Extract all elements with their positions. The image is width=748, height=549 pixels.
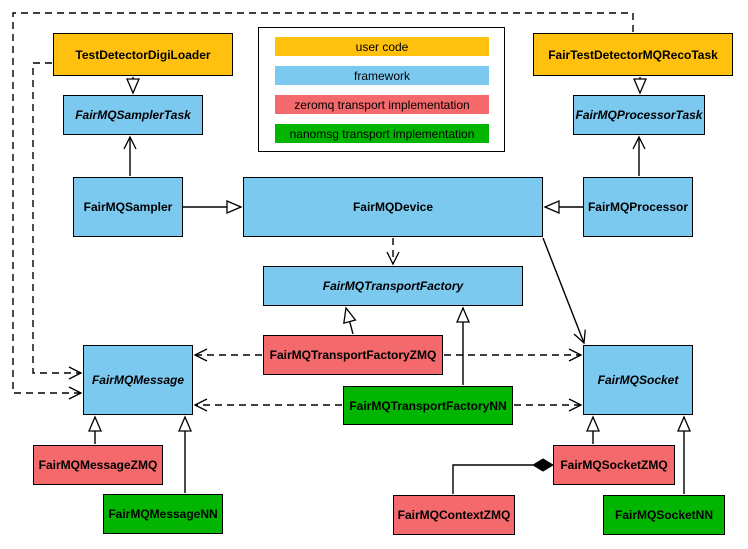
- legend: user code framework zeromq transport imp…: [258, 27, 505, 152]
- class-box-fairmqsocket: FairMQSocket: [583, 345, 693, 415]
- class-box-fairmqmessagezmq: FairMQMessageZMQ: [33, 445, 163, 485]
- legend-item-nanomsg: nanomsg transport implementation: [275, 124, 489, 143]
- class-box-fairmqsocketnn: FairMQSocketNN: [603, 495, 725, 535]
- class-label: FairMQDevice: [352, 200, 434, 214]
- class-box-fairmqmessage: FairMQMessage: [83, 345, 193, 415]
- class-label: FairMQMessage: [91, 373, 185, 387]
- class-label: FairMQProcessor: [587, 200, 689, 214]
- class-label: FairMQSampler: [83, 200, 173, 214]
- class-label: FairMQContextZMQ: [397, 508, 511, 522]
- legend-item-user-code: user code: [275, 37, 489, 56]
- edge-tfzmq-inherits-transportfactory: [343, 306, 357, 335]
- class-label: FairMQSocketZMQ: [560, 458, 668, 472]
- legend-label: zeromq transport implementation: [294, 97, 470, 112]
- class-box-fairmqsampler: FairMQSampler: [73, 177, 183, 237]
- legend-item-zeromq: zeromq transport implementation: [275, 95, 489, 114]
- class-label: FairMQTransportFactoryNN: [349, 398, 507, 413]
- class-label: FairMQMessageZMQ: [38, 458, 158, 472]
- class-box-fairmqtransportfactoryzmq: FairMQTransportFactoryZMQ: [263, 335, 443, 375]
- legend-item-framework: framework: [275, 66, 489, 85]
- class-label: FairMQTransportFactory: [322, 279, 464, 293]
- class-box-testdetectordigiloader: TestDetectorDigiLoader: [53, 33, 233, 76]
- composition-diamond: [532, 458, 554, 472]
- class-box-fairtestdetectormqrecotask: FairTestDetectorMQRecoTask: [533, 33, 733, 76]
- class-label: FairMQSamplerTask: [75, 108, 191, 122]
- class-box-fairmqmessagenn: FairMQMessageNN: [103, 494, 223, 534]
- class-label: FairMQProcessorTask: [575, 108, 703, 122]
- class-label: TestDetectorDigiLoader: [75, 47, 211, 62]
- edge-contextzmq-composed-socketzmq: [452, 464, 533, 494]
- class-box-fairmqsamplertask: FairMQSamplerTask: [63, 95, 203, 135]
- class-box-fairmqprocessor: FairMQProcessor: [583, 177, 693, 237]
- class-label: FairMQMessageNN: [108, 507, 218, 521]
- legend-label: nanomsg transport implementation: [289, 126, 475, 141]
- class-box-fairmqprocessortask: FairMQProcessorTask: [573, 95, 705, 135]
- class-box-fairmqtransportfactorynn: FairMQTransportFactoryNN: [343, 386, 513, 425]
- class-label: FairMQTransportFactoryZMQ: [269, 348, 437, 362]
- edge-device-uses-socket: [542, 237, 586, 345]
- class-label: FairMQSocket: [597, 373, 679, 387]
- class-box-fairmqtransportfactory: FairMQTransportFactory: [263, 266, 523, 306]
- class-label: FairMQSocketNN: [614, 508, 714, 522]
- legend-label: user code: [355, 39, 409, 54]
- class-box-fairmqdevice: FairMQDevice: [243, 177, 543, 237]
- class-label: FairTestDetectorMQRecoTask: [548, 47, 718, 62]
- legend-label: framework: [353, 68, 410, 83]
- class-box-fairmqsocketzmq: FairMQSocketZMQ: [553, 445, 675, 485]
- class-box-fairmqcontextzmq: FairMQContextZMQ: [393, 495, 515, 535]
